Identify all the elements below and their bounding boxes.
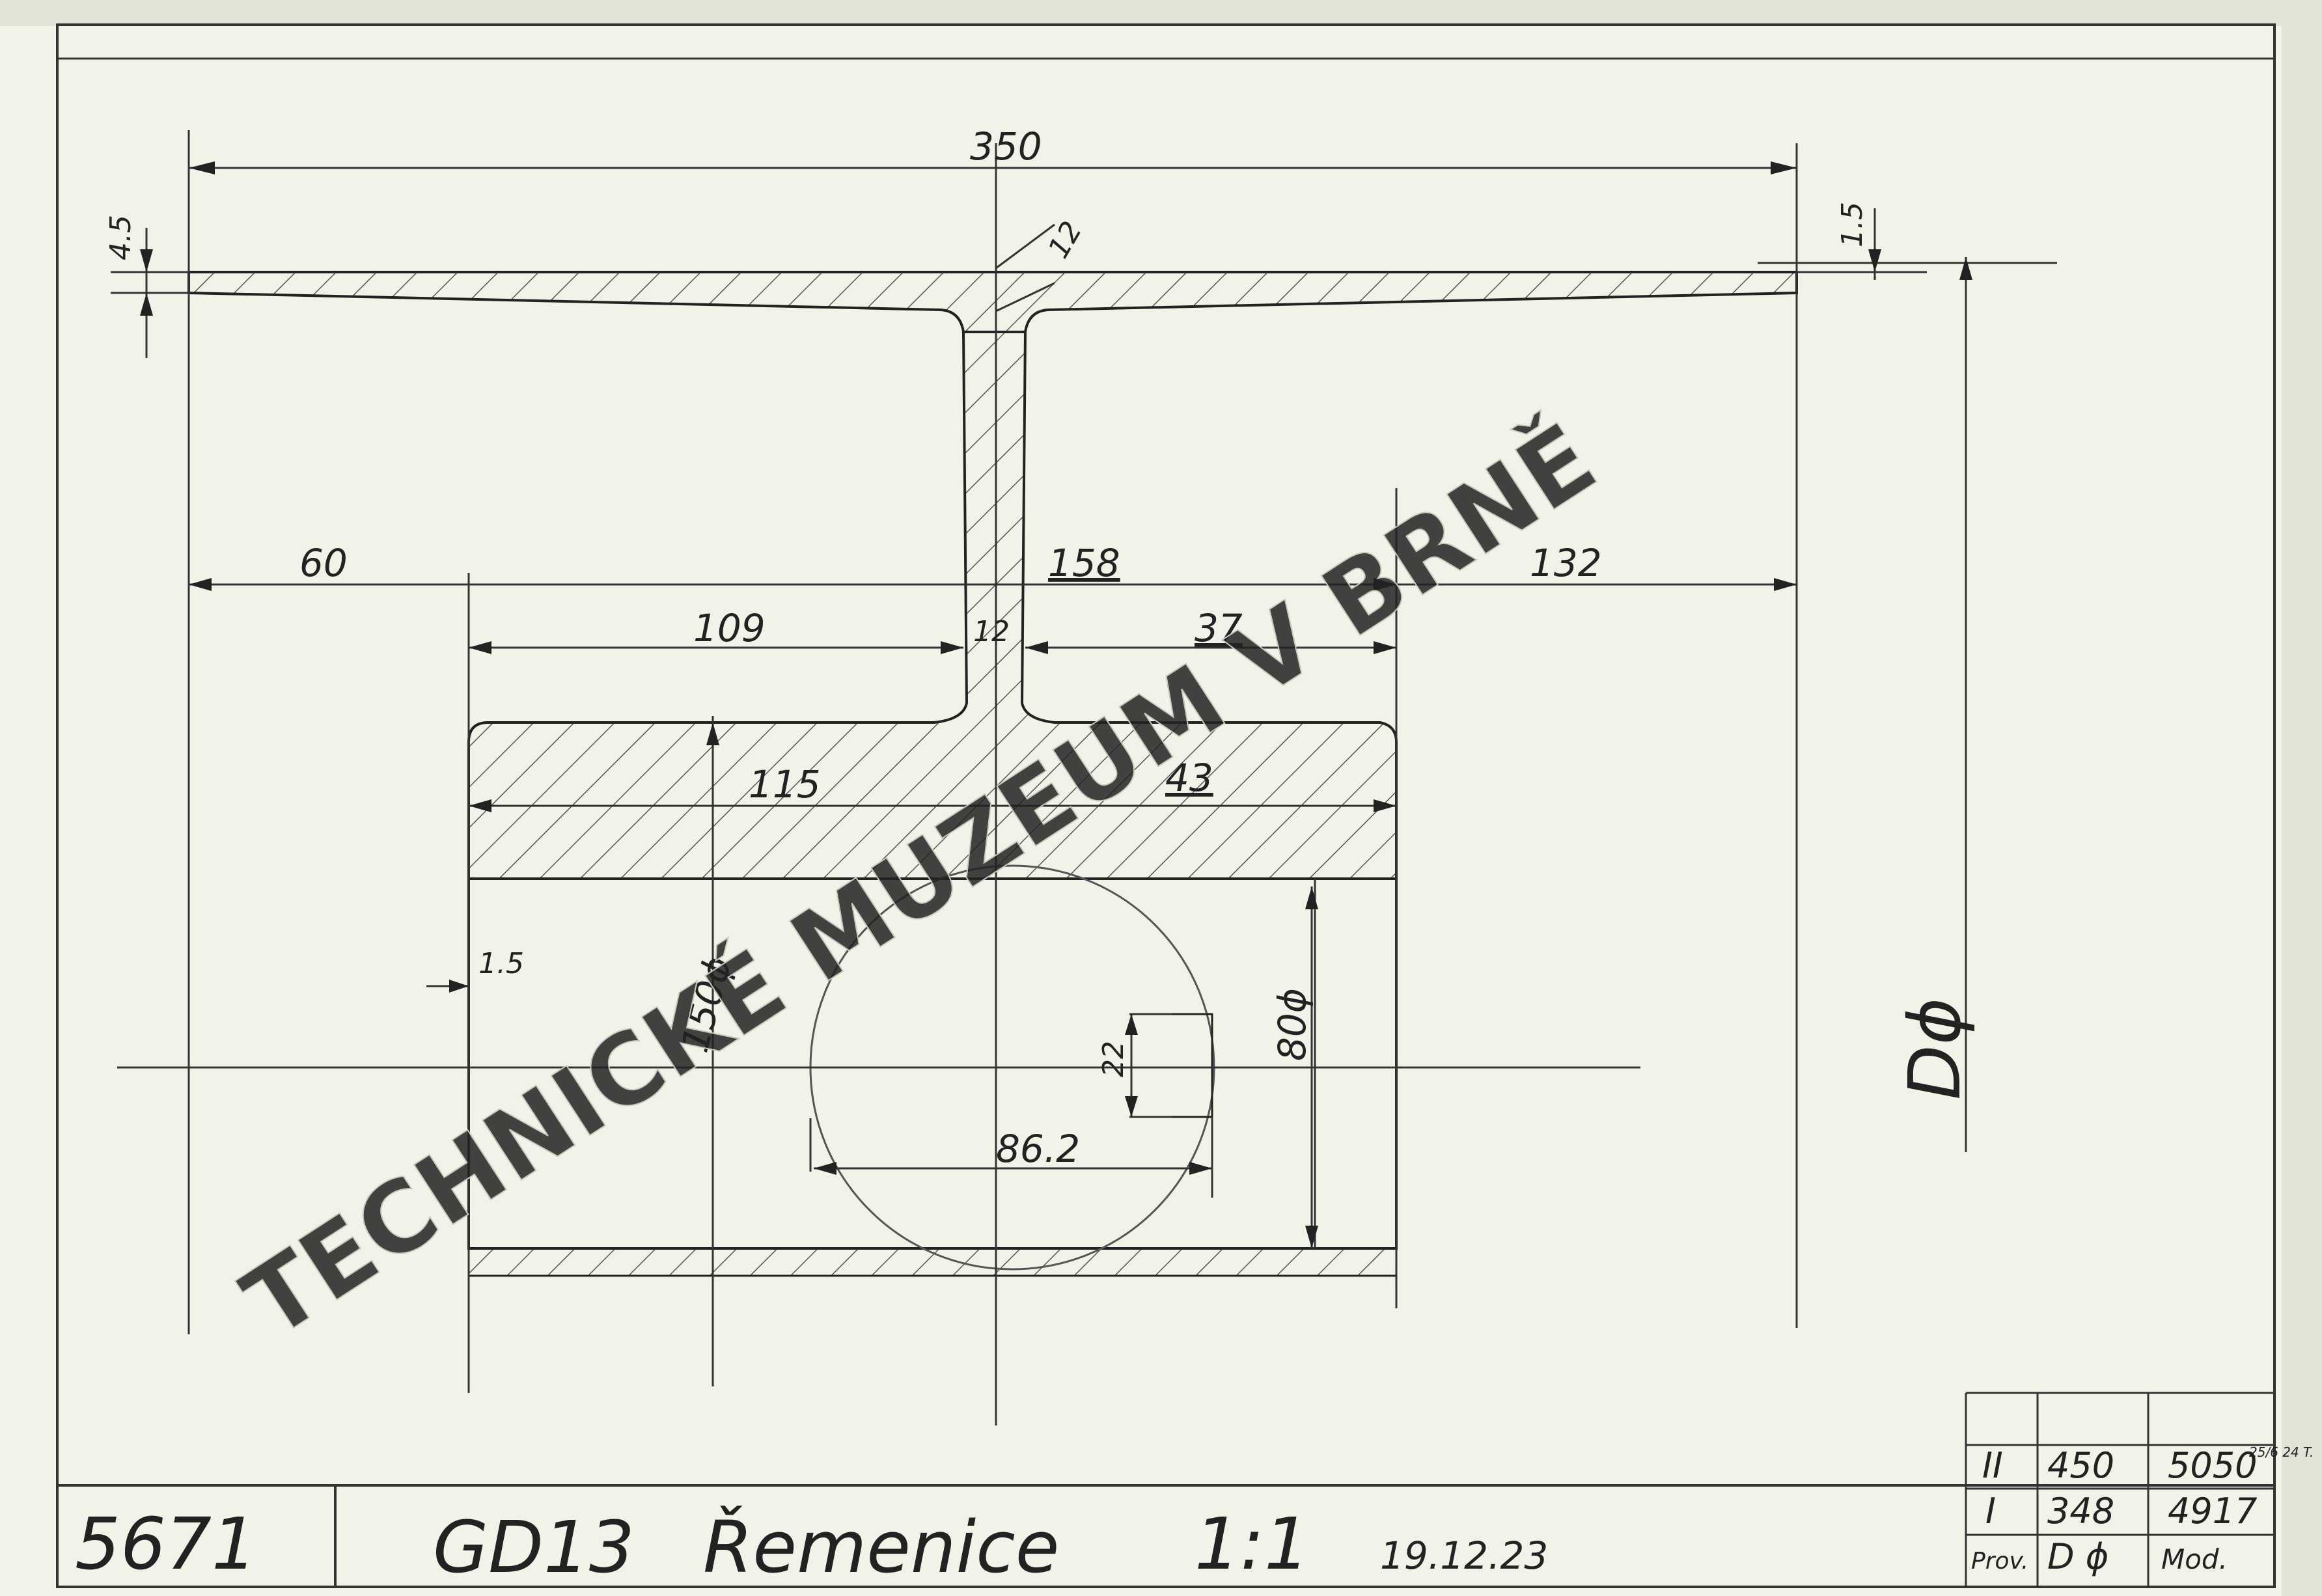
dim-keyway-depth: 86.2 [996, 1127, 1080, 1171]
dim-hub-center: 158 [1048, 541, 1120, 585]
drawing-number: 5671 [75, 1502, 257, 1586]
row1-mod: 5050 [2168, 1445, 2257, 1486]
row2-rev: I [1985, 1491, 1996, 1532]
revision-table [1965, 1392, 2274, 1587]
dim-outer-diameter: Dϕ [1893, 998, 1976, 1100]
title-code: GD13 [433, 1506, 635, 1589]
dim-overall-width: 350 [970, 124, 1042, 169]
dim-hub-left: 109 [693, 606, 766, 650]
inner-border [56, 57, 2276, 1588]
dimension-lines [145, 167, 1876, 1386]
arrowheads [140, 161, 1972, 1248]
dim-right-offset: 132 [1530, 541, 1602, 585]
revision-table-text: II 450 5050 25/6 24 T. I 348 4917 Prov. … [1971, 1444, 2314, 1577]
dimension-labels: 350 4.5 1.5 12 60 158 132 109 12 37 115 … [104, 124, 1976, 1171]
row1-d: 450 [2047, 1445, 2114, 1486]
title-scale: 1:1 [1195, 1502, 1310, 1586]
dim-hub-lower-left: 115 [749, 762, 821, 806]
header-d: D ϕ [2047, 1536, 2108, 1577]
title-date: 19.12.23 [1380, 1534, 1548, 1578]
dim-rim-left: 4.5 [104, 215, 137, 260]
row2-mod: 4917 [2168, 1491, 2257, 1532]
dim-rim-right: 1.5 [1836, 202, 1869, 247]
row1-note: 25/6 24 T. [2249, 1444, 2314, 1460]
title-name: Řemenice [703, 1505, 1059, 1589]
pulley-section [187, 271, 1798, 1277]
dim-bore-diameter: 80ϕ [1270, 988, 1314, 1061]
keyway [1172, 1013, 1213, 1118]
row2-d: 348 [2047, 1491, 2114, 1532]
dim-bore-clearance: 1.5 [478, 947, 524, 980]
scan-edge-top [0, 0, 2322, 26]
header-rev: Prov. [1971, 1548, 2028, 1575]
dim-web-thickness: 12 [973, 615, 1010, 648]
header-mod: Mod. [2161, 1543, 2228, 1575]
dim-left-offset: 60 [299, 541, 348, 585]
dim-hub-lower-right: 43 [1165, 756, 1213, 800]
dim-hub-right: 37 [1195, 606, 1243, 650]
row1-rev: II [1982, 1445, 2003, 1486]
title-block: 5671 GD13 Řemenice 1:1 19.12.23 [75, 1502, 1548, 1589]
dim-key-width: 22 [1097, 1041, 1130, 1077]
scan-edge-right [2282, 0, 2322, 1596]
